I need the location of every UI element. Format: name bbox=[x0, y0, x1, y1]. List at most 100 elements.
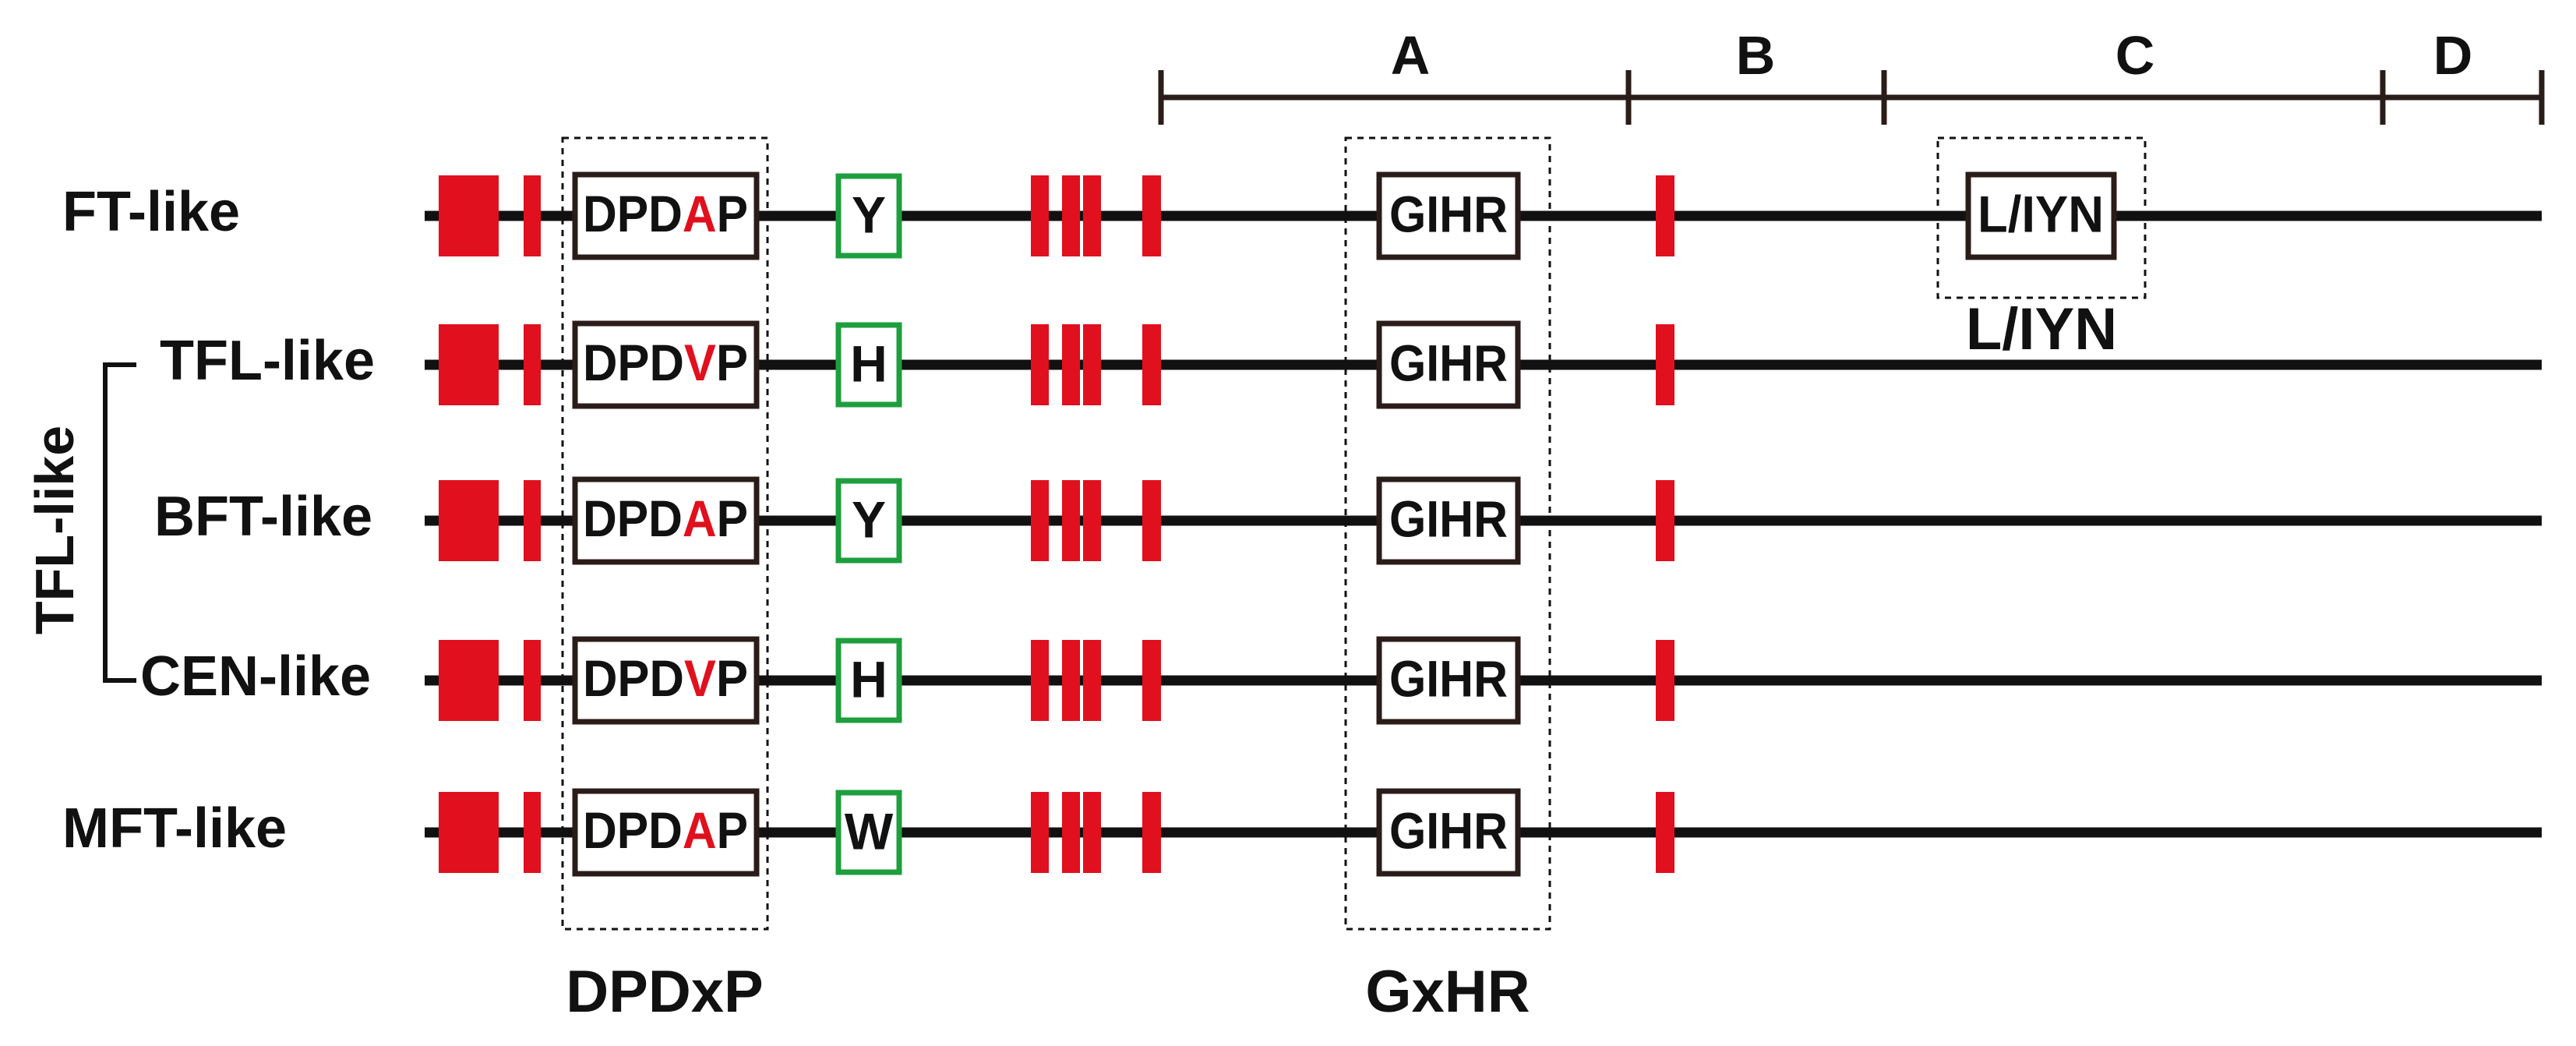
dpd-prefix: DPD bbox=[583, 489, 683, 547]
conserved-residue-marker bbox=[460, 324, 478, 405]
conserved-residue-marker bbox=[1062, 324, 1080, 405]
conserved-residue-marker bbox=[1031, 480, 1049, 561]
region-label-a: A bbox=[1391, 25, 1431, 86]
gihr-motif-box bbox=[1376, 171, 1521, 260]
region-label-d: D bbox=[2433, 25, 2473, 86]
dpdxp-motif-text: DPDAP bbox=[583, 185, 748, 242]
dpdxp-motif-text: DPDVP bbox=[583, 334, 748, 391]
dpdxp-motif-text: DPDAP bbox=[583, 489, 748, 547]
dpd-suffix: P bbox=[717, 801, 748, 859]
conserved-residue-marker bbox=[460, 640, 478, 721]
liyn-motif-box bbox=[1965, 171, 2117, 260]
conserved-residue-marker bbox=[524, 792, 541, 873]
conserved-residue-marker bbox=[481, 792, 499, 873]
bracket-line bbox=[103, 362, 136, 683]
conserved-residue-marker bbox=[1142, 175, 1161, 256]
conserved-residue-marker bbox=[1142, 640, 1161, 721]
conserved-residue-marker bbox=[1083, 175, 1101, 256]
row-cen-like: CEN-like DPDVP H GIHR bbox=[140, 636, 2542, 725]
region-scale-bar: A B C D bbox=[1158, 25, 2545, 125]
dpd-prefix: DPD bbox=[583, 334, 684, 391]
conserved-residue-marker bbox=[524, 640, 541, 721]
dpdxp-motif-box bbox=[572, 320, 760, 409]
conserved-residue-marker bbox=[1083, 792, 1101, 873]
dpdxp-motif-text: DPDVP bbox=[583, 649, 748, 707]
row-label: FT-like bbox=[62, 181, 240, 243]
row-label: MFT-like bbox=[62, 797, 287, 860]
conserved-residue-marker bbox=[1083, 640, 1101, 721]
conserved-residue-marker bbox=[481, 324, 499, 405]
key-residue-text: W bbox=[845, 802, 894, 860]
conserved-residue-marker bbox=[1656, 640, 1674, 721]
gihr-motif-text: GIHR bbox=[1389, 801, 1508, 859]
conserved-residue-marker bbox=[1142, 480, 1161, 561]
gihr-motif-box bbox=[1376, 636, 1521, 725]
key-residue-box bbox=[835, 173, 902, 259]
dpd-suffix: P bbox=[717, 185, 748, 242]
dpd-prefix: DPD bbox=[583, 801, 683, 859]
dpdxp-motif-box bbox=[572, 171, 760, 260]
dpd-prefix: DPD bbox=[583, 649, 684, 707]
conserved-residue-marker bbox=[524, 324, 541, 405]
row-label: TFL-like bbox=[160, 330, 375, 392]
gihr-motif-box bbox=[1376, 320, 1521, 409]
row-label: BFT-like bbox=[154, 486, 372, 548]
dpd-variant-residue: A bbox=[683, 801, 717, 859]
key-residue-text: Y bbox=[852, 490, 886, 548]
key-residue-box bbox=[835, 790, 902, 875]
dpd-suffix: P bbox=[716, 334, 748, 391]
group-label: TFL-like bbox=[24, 426, 85, 634]
conserved-residue-marker bbox=[1031, 640, 1049, 721]
key-residue-text: H bbox=[850, 650, 887, 708]
dpd-variant-residue: V bbox=[684, 334, 716, 391]
dpd-variant-residue: V bbox=[684, 649, 716, 707]
liyn-region-label: L/IYN bbox=[1966, 296, 2117, 362]
conserved-residue-marker bbox=[1031, 324, 1049, 405]
dpdxp-motif-box bbox=[572, 788, 760, 877]
conserved-residue-marker bbox=[524, 175, 541, 256]
dpdxp-region-label: DPDxP bbox=[566, 959, 763, 1025]
dpd-variant-residue: A bbox=[683, 489, 717, 547]
row-label: CEN-like bbox=[140, 645, 371, 708]
dpdxp-motif-box bbox=[572, 636, 760, 725]
conserved-residue-marker bbox=[460, 792, 478, 873]
dpd-suffix: P bbox=[716, 649, 748, 707]
gihr-motif-box bbox=[1376, 788, 1521, 877]
conserved-residue-marker bbox=[1031, 792, 1049, 873]
dpdxp-region-box bbox=[561, 136, 769, 931]
dpdxp-motif-text: DPDAP bbox=[583, 801, 748, 859]
conserved-residue-marker bbox=[1062, 480, 1080, 561]
liyn-region-box bbox=[1936, 136, 2147, 299]
conserved-residue-marker bbox=[524, 480, 541, 561]
gxhr-region-label: GxHR bbox=[1365, 959, 1530, 1025]
key-residue-text: Y bbox=[852, 186, 886, 243]
region-label-b: B bbox=[1736, 25, 1776, 86]
conserved-residue-marker bbox=[1062, 175, 1080, 256]
gihr-motif-text: GIHR bbox=[1389, 185, 1508, 242]
liyn-motif-text: L/IYN bbox=[1978, 185, 2104, 242]
conserved-residue-marker bbox=[1031, 175, 1049, 256]
conserved-residue-marker bbox=[460, 480, 478, 561]
conserved-residue-marker bbox=[481, 175, 499, 256]
conserved-residue-marker bbox=[1083, 480, 1101, 561]
conserved-residue-marker bbox=[1062, 640, 1080, 721]
dpdxp-motif-box bbox=[572, 476, 760, 565]
gihr-motif-box bbox=[1376, 476, 1521, 565]
conserved-residue-marker bbox=[1142, 324, 1161, 405]
gihr-motif-text: GIHR bbox=[1389, 649, 1508, 707]
conserved-residue-marker bbox=[1656, 792, 1674, 873]
conserved-residue-marker bbox=[1656, 175, 1674, 256]
row-mft-like: MFT-like DPDAP W GIHR bbox=[62, 788, 2542, 877]
dpd-prefix: DPD bbox=[583, 185, 683, 242]
gihr-motif-text: GIHR bbox=[1389, 489, 1508, 547]
conserved-residue-marker bbox=[1062, 792, 1080, 873]
region-label-c: C bbox=[2115, 25, 2155, 86]
conserved-residue-marker bbox=[1656, 480, 1674, 561]
row-ft-like: FT-like DPDAP Y GIHR L/IYN bbox=[62, 171, 2542, 260]
key-residue-box bbox=[835, 638, 902, 723]
gxhr-region-box bbox=[1344, 136, 1551, 931]
conserved-residue-marker bbox=[1083, 324, 1101, 405]
